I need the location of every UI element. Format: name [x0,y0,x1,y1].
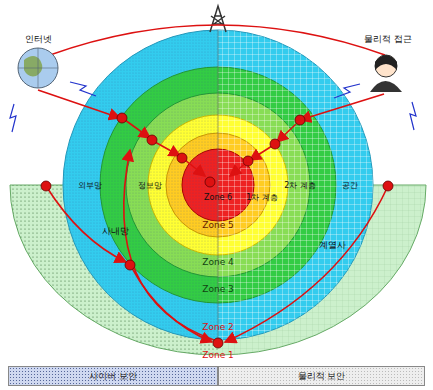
area-label: 계열사 [319,241,346,251]
area-label: 물리적 접근 [364,35,412,45]
area-label: 정보망 [138,182,162,191]
area-label: 2차 계층 [284,182,316,191]
area-label: 외부망 [78,182,102,191]
area-label: 공간 [342,182,358,191]
zone-label: Zone 1 [202,351,234,361]
security-band: 사이버 보안 [8,366,218,386]
area-label: 1차 계층 [246,194,278,203]
zone-label: Zone 2 [202,323,234,333]
zone-label: Zone 3 [202,285,234,295]
security-band: 물리적 보안 [218,366,425,386]
zone-label: Zone 5 [202,221,234,231]
band-label: 사이버 보안 [89,370,137,383]
zone-label: Zone 4 [202,258,234,268]
zone-label: Zone 6 [204,194,232,203]
area-label: 사내망 [102,227,129,237]
band-label: 물리적 보안 [298,370,346,383]
area-label: 인터넷 [25,35,52,45]
